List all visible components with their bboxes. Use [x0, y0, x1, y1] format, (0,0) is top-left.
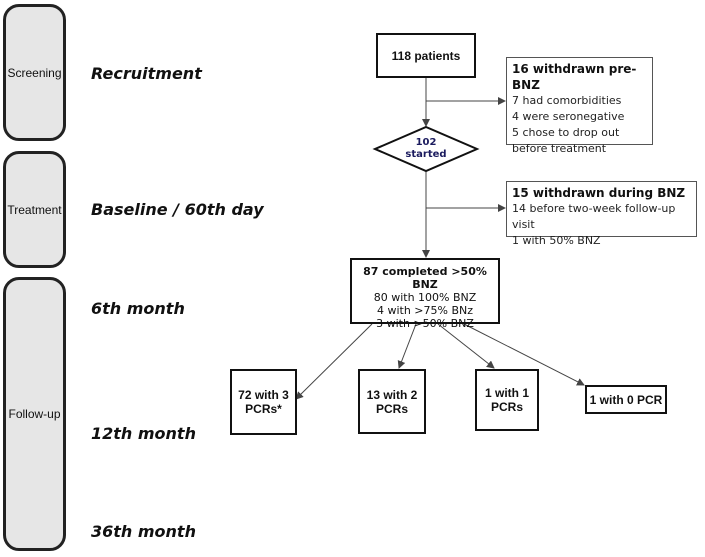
patients-label: 118 patients [391, 48, 461, 63]
pre-bnz-title: 16 withdrawn pre-BNZ [512, 62, 637, 92]
outcome-3pcr-line2: PCRs* [245, 402, 282, 416]
pre-bnz-line: before treatment [512, 142, 607, 155]
timepoint-6th-month: 6th month [91, 299, 185, 318]
completed-line: 3 with >50% BNZ [376, 317, 474, 330]
outcome-0pcr-line1: 1 with 0 PCR [589, 392, 663, 407]
pre-bnz-line: 4 were seronegative [512, 110, 625, 123]
outcome-3pcr-line1: 72 with 3 [238, 388, 289, 402]
timepoint-36th-month: 36th month [91, 522, 196, 541]
completed-line: 80 with 100% BNZ [373, 291, 477, 304]
connector-to-outcome-1pcr [437, 323, 495, 369]
outcome-2pcr-line2: PCRs [375, 401, 408, 416]
started-count: 102 [415, 137, 437, 148]
connector-to-outcome-3pcr [295, 323, 373, 400]
outcome-0pcr-box: 1 with 0 PCR [585, 385, 667, 414]
phase-followup-label: Follow-up [8, 407, 61, 421]
phase-screening-label: Screening [7, 65, 62, 80]
completed-title: 87 completed >50% BNZ [363, 265, 487, 291]
outcome-1pcr-line1: 1 with 1 [484, 386, 529, 400]
phase-screening: Screening [3, 4, 66, 141]
started-diamond [372, 125, 480, 173]
phase-followup: Follow-up [3, 277, 66, 551]
during-bnz-title: 15 withdrawn during BNZ [512, 186, 686, 200]
pre-bnz-withdrawn-box: 16 withdrawn pre-BNZ 7 had comorbidities… [506, 57, 653, 155]
outcome-1pcr-line2: PCRs [490, 400, 523, 414]
during-bnz-line: 14 before two-week follow-up visit [512, 202, 676, 231]
completed-line: 4 with >75% BNz [376, 304, 474, 317]
connector-to-outcome-0pcr [463, 323, 585, 386]
outcome-1pcr-box: 1 with 1 PCRs [475, 369, 539, 431]
connector-to-outcome-2pcr [397, 323, 417, 369]
pre-bnz-line: 7 had comorbidities [512, 94, 622, 107]
phase-treatment-label: Treatment [7, 202, 62, 217]
phase-treatment: Treatment [3, 151, 66, 268]
outcome-3pcr-box: 72 with 3 PCRs* [230, 369, 297, 435]
patients-box: 118 patients [376, 33, 476, 78]
started-label: started [405, 149, 447, 160]
timepoint-12th-month: 12th month [91, 424, 196, 443]
during-bnz-line: 1 with 50% BNZ [512, 234, 601, 247]
started-text: 102 started [386, 137, 466, 161]
timepoint-baseline: Baseline / 60th day [91, 200, 264, 219]
pre-bnz-line: 5 chose to drop out [512, 126, 620, 139]
completed-box: 87 completed >50% BNZ 80 with 100% BNZ 4… [350, 258, 500, 330]
outcome-2pcr-line1: 13 with 2 [366, 387, 418, 402]
outcome-2pcr-box: 13 with 2 PCRs [358, 369, 426, 434]
timepoint-recruitment: Recruitment [91, 64, 202, 83]
during-bnz-withdrawn-box: 15 withdrawn during BNZ 14 before two-we… [506, 181, 697, 247]
